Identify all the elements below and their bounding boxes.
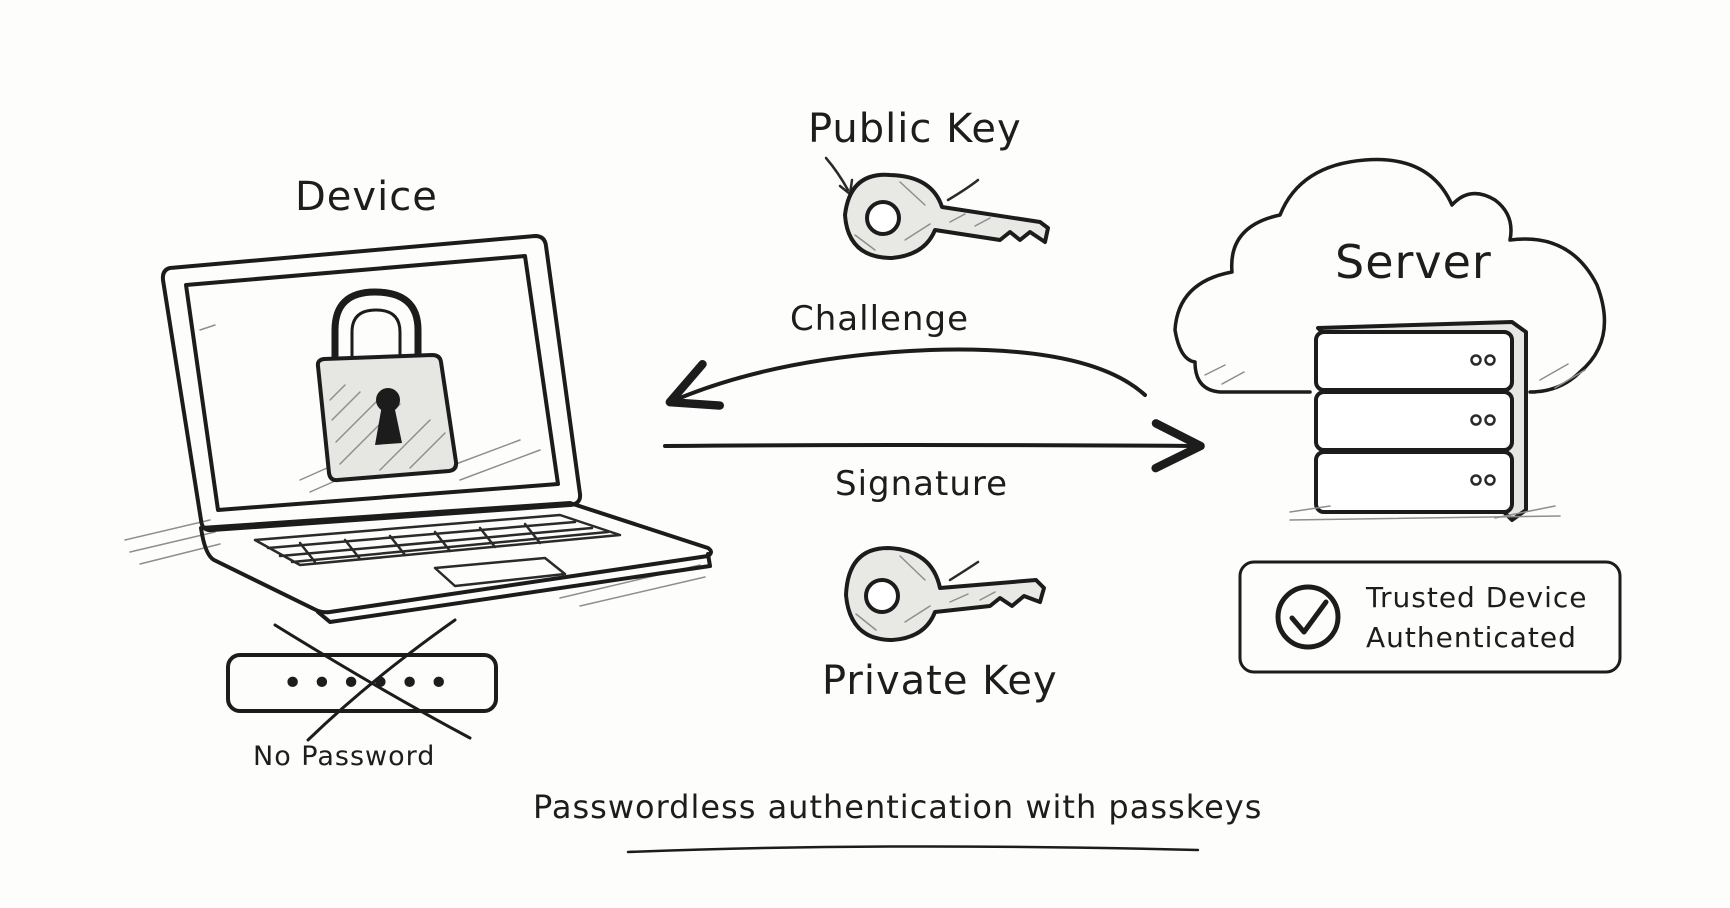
trusted-line-1: Trusted Device — [1365, 581, 1587, 614]
laptop-icon — [124, 234, 713, 624]
challenge-label: Challenge — [790, 299, 969, 339]
device-label: Device — [295, 174, 438, 220]
cross-out-icon — [273, 618, 472, 742]
server-label: Server — [1335, 235, 1492, 289]
caption-underline — [626, 845, 1200, 854]
caption: Passwordless authentication with passkey… — [533, 788, 1262, 826]
public-key-label: Public Key — [808, 106, 1022, 152]
public-key-icon — [843, 172, 1050, 260]
no-password-label: No Password — [253, 741, 435, 772]
trusted-line-2: Authenticated — [1366, 621, 1577, 654]
password-dots: •••••• — [282, 663, 457, 704]
password-field: •••••• — [226, 653, 498, 713]
private-key-label: Private Key — [822, 658, 1058, 704]
checkmark-icon — [1275, 584, 1341, 650]
public-key-pointer — [824, 156, 850, 192]
trusted-device-badge: Trusted Device Authenticated — [1238, 560, 1622, 674]
signature-label: Signature — [835, 464, 1008, 504]
padlock-icon — [315, 288, 459, 483]
cloud-icon — [1173, 157, 1607, 394]
challenge-arrow — [665, 347, 1147, 410]
signature-arrow — [663, 419, 1205, 473]
private-key-icon — [844, 546, 1046, 642]
server-icon — [1289, 320, 1561, 522]
